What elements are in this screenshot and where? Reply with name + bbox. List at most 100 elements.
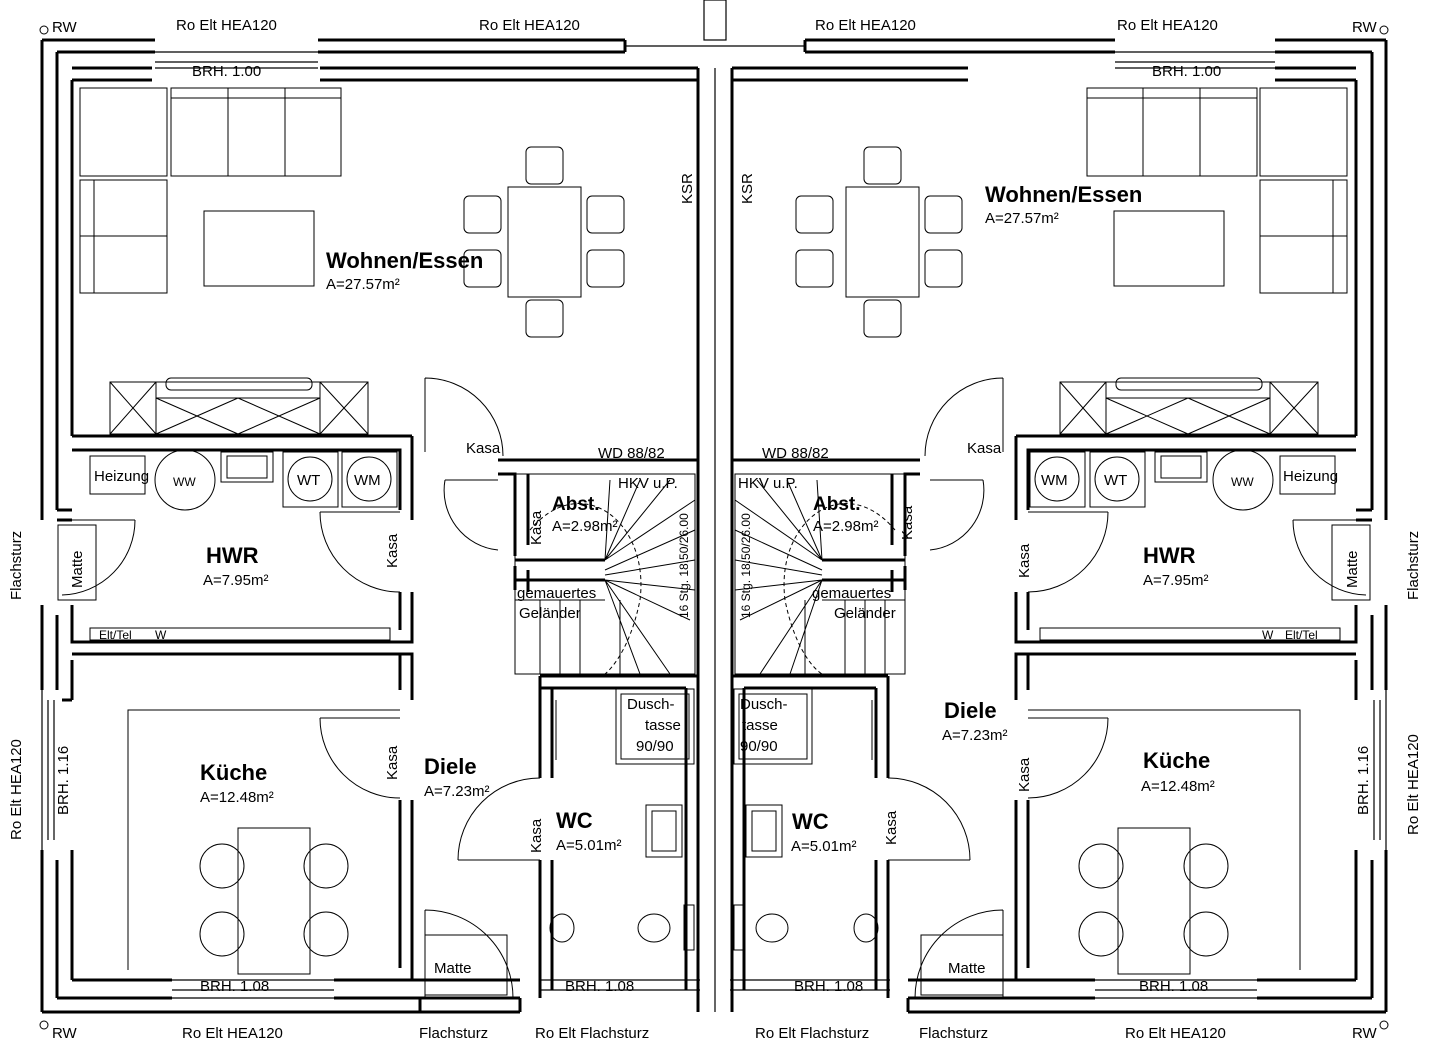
room-area-hwr-left: A=7.95m² xyxy=(203,572,268,589)
room-area-abst-right: A=2.98m² xyxy=(813,518,878,535)
stairs-label-right: 16 Stg. 18.50/26.00 xyxy=(739,513,753,618)
w-label-left: W xyxy=(155,628,167,642)
room-area-wohnen-left: A=27.57m² xyxy=(326,276,400,293)
kasa-label-right-4: Kasa xyxy=(899,505,916,540)
lintel-label-bottom-1: Ro Elt HEA120 xyxy=(182,1025,283,1042)
room-area-kueche-left: A=12.48m² xyxy=(200,789,274,806)
wd-label-left: WD 88/82 xyxy=(598,445,665,462)
exterior-walls xyxy=(40,38,1388,1014)
shower-label-left-3: 90/90 xyxy=(636,738,674,755)
lintel-label-top-1: Ro Elt HEA120 xyxy=(176,17,277,34)
top-annotations: RW Ro Elt HEA120 Ro Elt HEA120 Ro Elt HE… xyxy=(39,0,1389,41)
kasa-label-left-4: Kasa xyxy=(528,510,545,545)
brh-label-bottom-4: BRH. 1.08 xyxy=(1139,978,1208,995)
room-area-diele-left: A=7.23m² xyxy=(424,783,489,800)
kasa-label-left-5: Kasa xyxy=(528,818,545,853)
brh-label-left: BRH. 1.16 xyxy=(55,746,72,815)
kasa-label-left-2: Kasa xyxy=(384,533,401,568)
kasa-label-left-3: Kasa xyxy=(384,745,401,780)
shower-label-right-1: Dusch- xyxy=(740,696,788,713)
rw-label-bottom-left: RW xyxy=(52,1025,78,1042)
lintel-label-bottom-2: Flachsturz xyxy=(419,1025,488,1042)
matte-label-right-1: Matte xyxy=(1344,550,1361,588)
lintel-label-top-4: Ro Elt HEA120 xyxy=(1117,17,1218,34)
kasa-label-left-1: Kasa xyxy=(466,440,501,457)
room-name-hwr-right: HWR xyxy=(1143,543,1196,568)
wd-label-right: WD 88/82 xyxy=(762,445,829,462)
right-wc-fixtures xyxy=(733,688,879,951)
wt-label-left: WT xyxy=(297,472,320,489)
hkv-label-left: HKV u.P. xyxy=(618,475,678,492)
wt-label-right: WT xyxy=(1104,472,1127,489)
shower-label-right-2: tasse xyxy=(742,717,778,734)
ww-label-right: WW xyxy=(1231,475,1254,489)
railing-label-right-2: Geländer xyxy=(834,605,896,622)
shower-label-right-3: 90/90 xyxy=(740,738,778,755)
left-kitchen-furniture xyxy=(127,709,508,996)
window-labels: BRH. 1.00 BRH. 1.00 BRH. 1.08 BRH. 1.08 … xyxy=(55,63,1372,995)
room-name-hwr-left: HWR xyxy=(206,543,259,568)
wm-label-right: WM xyxy=(1041,472,1068,489)
left-stairs xyxy=(514,473,696,675)
brh-label-top-left: BRH. 1.00 xyxy=(192,63,261,80)
room-name-kueche-left: Küche xyxy=(200,760,267,785)
rw-label-top-left: RW xyxy=(52,19,78,36)
right-stairs xyxy=(734,473,906,675)
lintel-label-bottom-4: Ro Elt Flachsturz xyxy=(755,1025,869,1042)
brh-label-top-right: BRH. 1.00 xyxy=(1152,63,1221,80)
elt-tel-label-left: Elt/Tel xyxy=(99,628,132,642)
room-name-wohnen-left: Wohnen/Essen xyxy=(326,248,483,273)
kasa-label-right-2: Kasa xyxy=(1016,543,1033,578)
railing-label-right-1: gemauertes xyxy=(812,585,891,602)
left-unit-labels: Wohnen/Essen A=27.57m² HWR A=7.95m² Küch… xyxy=(69,173,696,977)
matte-label-right-2: Matte xyxy=(948,960,986,977)
right-living-furniture xyxy=(795,87,1348,435)
room-name-diele-left: Diele xyxy=(424,754,477,779)
railing-label-left-1: gemauertes xyxy=(517,585,596,602)
right-kitchen-furniture xyxy=(920,709,1301,996)
rw-label-top-right: RW xyxy=(1352,19,1378,36)
kasa-label-right-1: Kasa xyxy=(967,440,1002,457)
heizung-label-left: Heizung xyxy=(94,468,149,485)
room-area-wc-left: A=5.01m² xyxy=(556,837,621,854)
right-unit-labels: Wohnen/Essen A=27.57m² HWR A=7.95m² Küch… xyxy=(738,173,1361,977)
room-area-hwr-right: A=7.95m² xyxy=(1143,572,1208,589)
bottom-annotations: RW Ro Elt HEA120 Flachsturz Ro Elt Flach… xyxy=(39,1020,1389,1042)
room-name-kueche-right: Küche xyxy=(1143,748,1210,773)
heizung-label-right: Heizung xyxy=(1283,468,1338,485)
brh-label-right: BRH. 1.16 xyxy=(1355,746,1372,815)
kasa-label-right-5: Kasa xyxy=(883,810,900,845)
room-name-wc-right: WC xyxy=(792,809,829,834)
railing-label-left-2: Geländer xyxy=(519,605,581,622)
elt-tel-label-right: Elt/Tel xyxy=(1285,628,1318,642)
brh-label-bottom-2: BRH. 1.08 xyxy=(565,978,634,995)
room-area-abst-left: A=2.98m² xyxy=(552,518,617,535)
room-name-wc-left: WC xyxy=(556,808,593,833)
wm-label-left: WM xyxy=(354,472,381,489)
rw-label-bottom-right: RW xyxy=(1352,1025,1378,1042)
brh-label-bottom-3: BRH. 1.08 xyxy=(794,978,863,995)
room-area-wc-right: A=5.01m² xyxy=(791,838,856,855)
lintel-label-bottom-3: Ro Elt Flachsturz xyxy=(535,1025,649,1042)
lintel-label-bottom-6: Ro Elt HEA120 xyxy=(1125,1025,1226,1042)
room-name-diele-right: Diele xyxy=(944,698,997,723)
room-area-kueche-right: A=12.48m² xyxy=(1141,778,1215,795)
room-name-abst-left: Abst. xyxy=(552,494,600,515)
kasa-label-right-3: Kasa xyxy=(1016,757,1033,792)
lintel-label-bottom-5: Flachsturz xyxy=(919,1025,988,1042)
doors xyxy=(61,377,1367,999)
lintel-label-left: Ro Elt HEA120 xyxy=(8,739,25,840)
lintel-label-right: Ro Elt HEA120 xyxy=(1405,734,1422,835)
room-area-diele-right: A=7.23m² xyxy=(942,727,1007,744)
brh-label-bottom-1: BRH. 1.08 xyxy=(200,978,269,995)
room-name-wohnen-right: Wohnen/Essen xyxy=(985,182,1142,207)
right-interior-walls xyxy=(732,434,1372,1012)
flachsturz-label-left: Flachsturz xyxy=(8,531,25,600)
left-wc-fixtures xyxy=(549,688,695,951)
matte-label-left-1: Matte xyxy=(69,550,86,588)
stairs-label-left: 16 Stg. 18.50/26.00 xyxy=(677,513,691,618)
ksr-label-right: KSR xyxy=(739,173,756,204)
ww-label-left: WW xyxy=(173,475,196,489)
flachsturz-label-right: Flachsturz xyxy=(1405,531,1422,600)
